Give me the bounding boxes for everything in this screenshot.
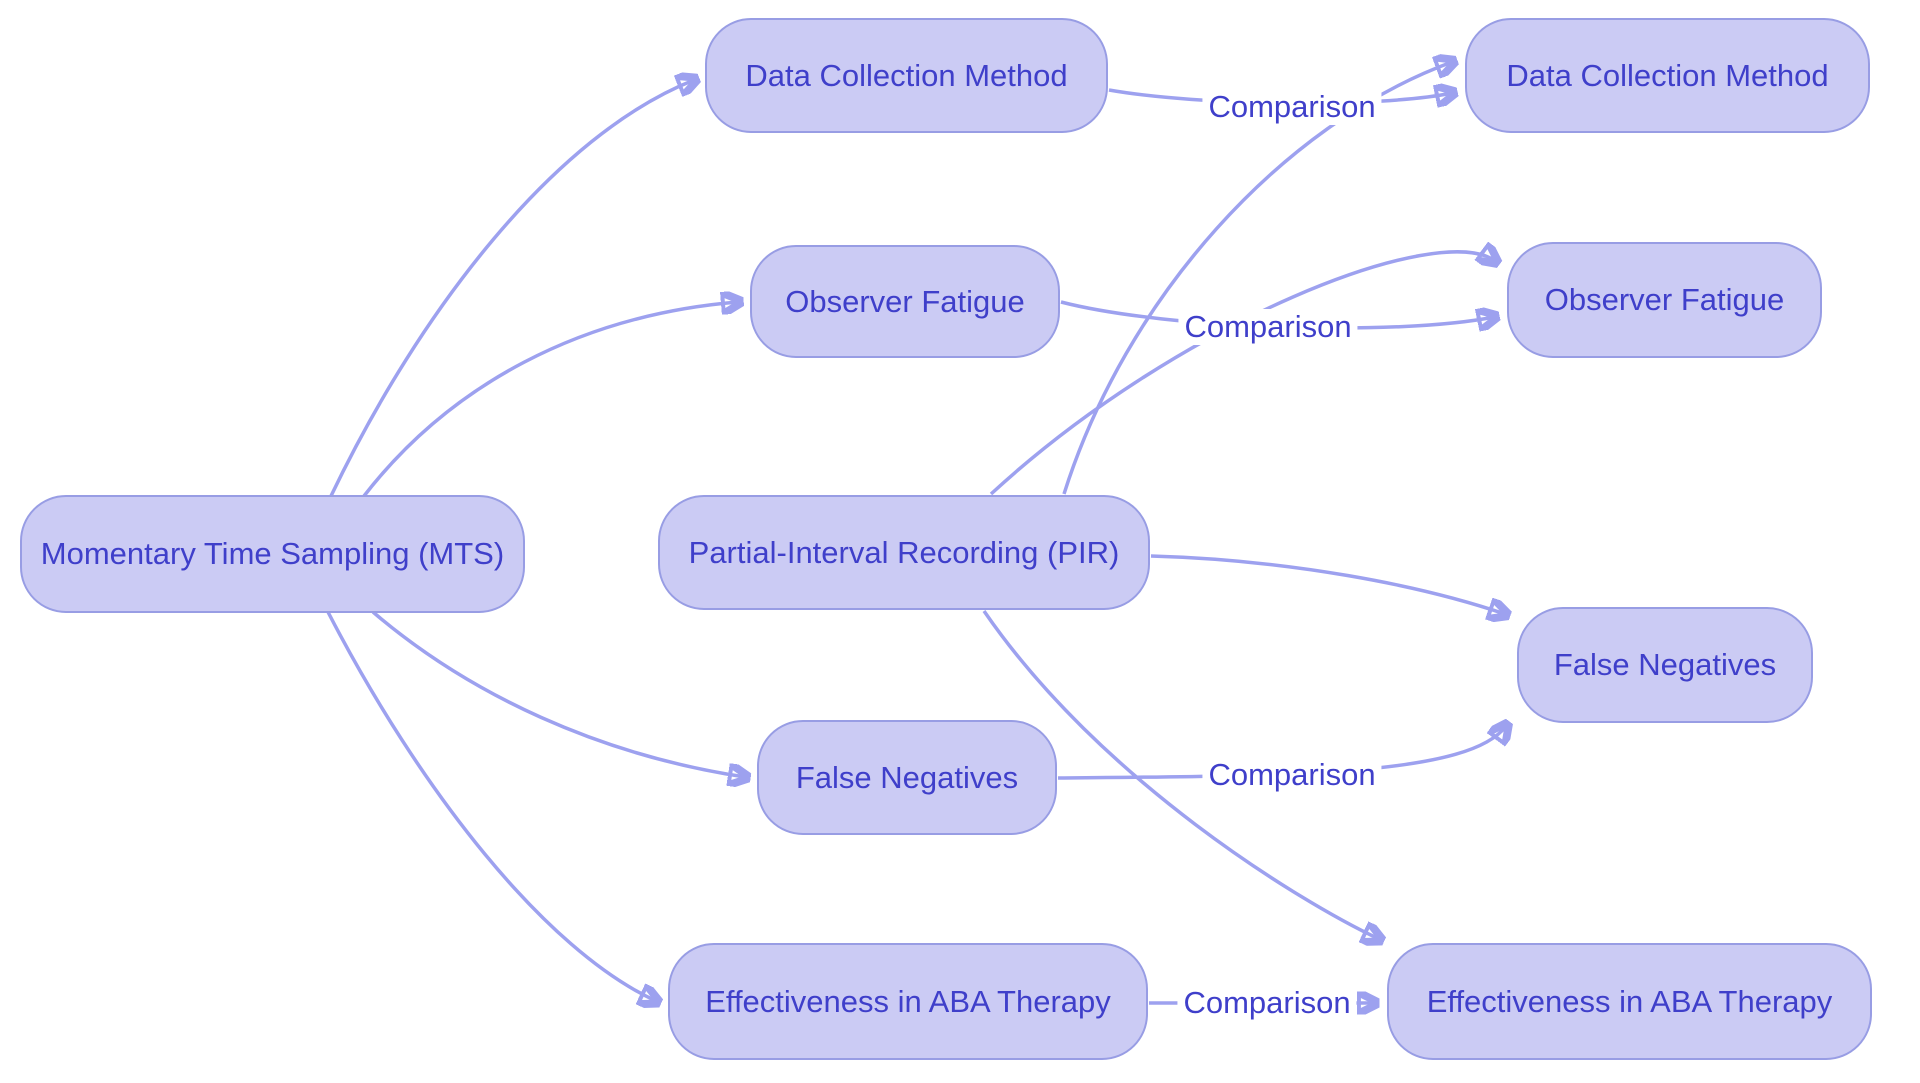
edge-mts-to-eff-mid (326, 611, 656, 1001)
edge-pir-to-of-right (989, 252, 1495, 496)
node-false-negatives-right: False Negatives (1517, 607, 1813, 723)
edge-pir-to-dcm-right (1062, 62, 1452, 495)
edge-label-comparison-eff: Comparison (1177, 985, 1357, 1021)
edge-label-comparison-fn: Comparison (1202, 757, 1382, 793)
node-momentary-time-sampling: Momentary Time Sampling (MTS) (20, 495, 525, 613)
node-effectiveness-aba-mid: Effectiveness in ABA Therapy (668, 943, 1148, 1060)
edge-mts-to-of-mid (362, 302, 738, 498)
node-observer-fatigue-right: Observer Fatigue (1507, 242, 1822, 358)
node-observer-fatigue-mid: Observer Fatigue (750, 245, 1060, 358)
edge-label-comparison-of: Comparison (1178, 309, 1358, 345)
edge-pir-to-eff-right (982, 610, 1379, 939)
node-false-negatives-mid: False Negatives (757, 720, 1057, 835)
node-data-collection-method-right: Data Collection Method (1465, 18, 1870, 133)
edge-mts-to-dcm-mid (329, 80, 694, 497)
node-data-collection-method-mid: Data Collection Method (705, 18, 1108, 133)
node-partial-interval-recording: Partial-Interval Recording (PIR) (658, 495, 1150, 610)
edge-mts-to-fn-mid (371, 610, 745, 777)
node-effectiveness-aba-right: Effectiveness in ABA Therapy (1387, 943, 1872, 1060)
edge-pir-to-fn-right (1150, 554, 1505, 614)
edge-label-comparison-dcm: Comparison (1202, 89, 1382, 125)
